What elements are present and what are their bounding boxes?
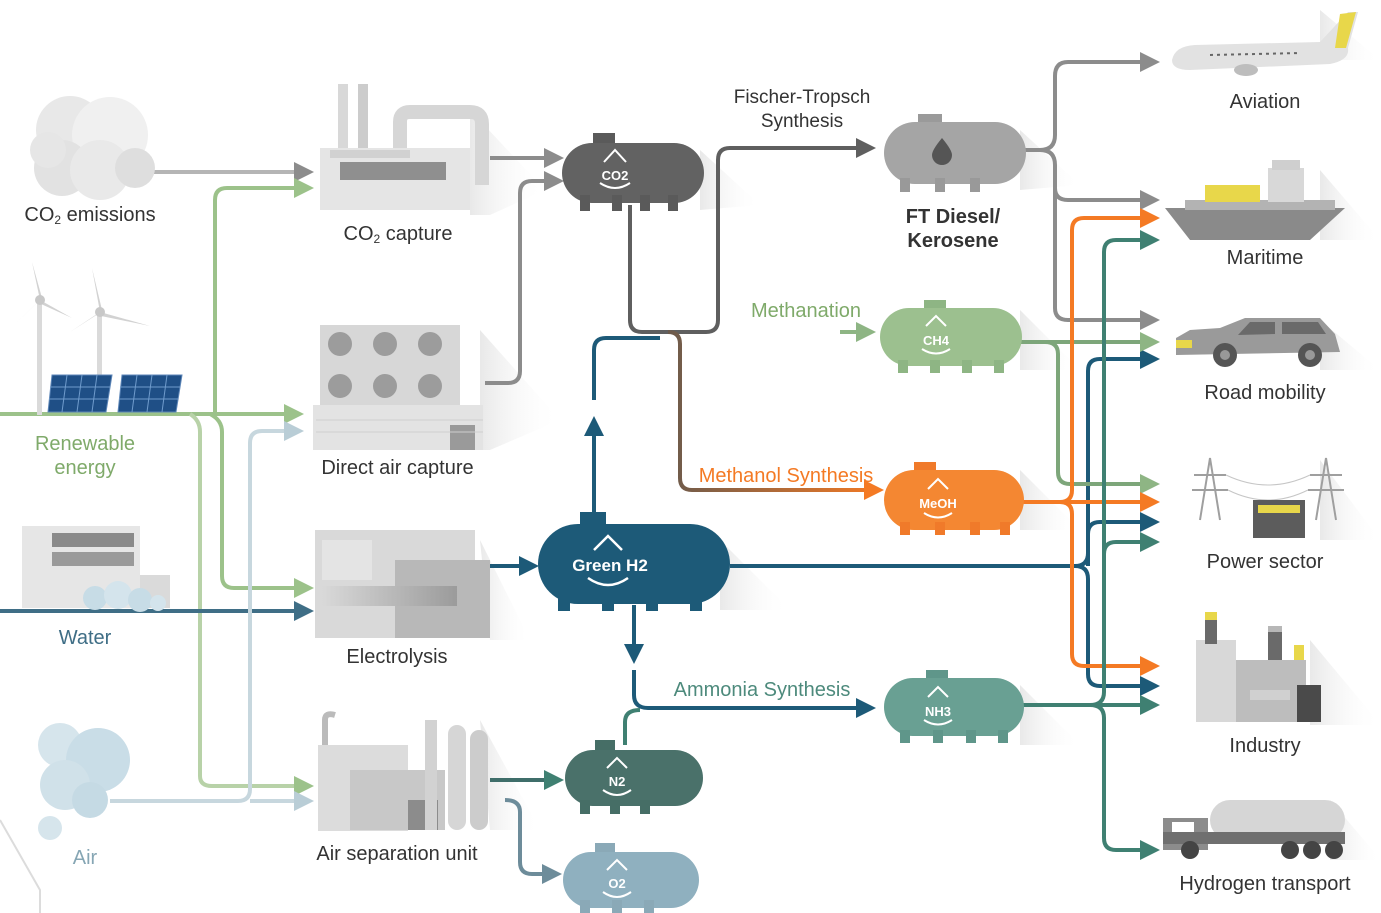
- co2-tank: CO2: [562, 133, 704, 211]
- flow-renewable-to-co2: [213, 178, 314, 414]
- flow-dac-to-co2tank: [485, 171, 564, 385]
- green-h2-tank: Green H2: [538, 512, 730, 611]
- methanol-tank-label: MeOH: [919, 496, 957, 511]
- car-icon: [1176, 318, 1340, 367]
- label-power-sector: Power sector: [1206, 551, 1324, 573]
- flow-co2-to-ft: [628, 138, 876, 334]
- ship-icon: [1165, 160, 1345, 240]
- flow-nh3-to-maritime: [1089, 230, 1160, 707]
- label-maritime: Maritime: [1226, 247, 1304, 269]
- hydro-dam-icon: [22, 526, 170, 612]
- label-methanol-synthesis: Methanol Synthesis: [698, 465, 874, 487]
- methane-tank-label: CH4: [923, 333, 950, 348]
- label-ft-diesel-kerosene: FT Diesel/ Kerosene: [905, 206, 1001, 252]
- flow-air-dac: [110, 421, 304, 803]
- label-road-mobility: Road mobility: [1204, 382, 1326, 404]
- label-industry: Industry: [1229, 735, 1301, 757]
- green-h2-tank-label: Green H2: [572, 556, 648, 575]
- direct-air-capture-icon: [313, 325, 483, 450]
- co2-capture-plant-icon: [320, 84, 489, 210]
- flow-asu-to-o2: [504, 798, 562, 884]
- flow-ft-to-road: [1053, 188, 1160, 330]
- o2-tank: O2: [563, 843, 699, 913]
- label-water: Water: [58, 627, 112, 649]
- label-aviation: Aviation: [1229, 91, 1301, 113]
- label-methanation: Methanation: [750, 300, 862, 322]
- electrolyser-icon: [315, 530, 490, 638]
- flow-nh3-to-power: [1102, 532, 1160, 555]
- methanol-tank: MeOH: [884, 462, 1024, 535]
- n2-tank-label: N2: [609, 774, 626, 789]
- label-ammonia-synthesis: Ammonia Synthesis: [673, 679, 851, 701]
- ft-fuel-tank: [884, 114, 1026, 192]
- flow-renewable-to-electrolysis: [209, 412, 314, 598]
- corner-decoration: [0, 819, 41, 913]
- flow-ch4-to-power: [1044, 340, 1160, 494]
- label-air: Air: [72, 847, 98, 869]
- co2-tank-label: CO2: [602, 168, 629, 183]
- airplane-icon: [1172, 12, 1358, 76]
- label-direct-air-capture: Direct air capture: [321, 457, 474, 479]
- flow-h2-to-industry: [1074, 564, 1160, 696]
- air-separation-unit-icon: [318, 711, 488, 831]
- label-renewable-energy: Renewable energy: [34, 433, 136, 479]
- methane-tank: CH4: [880, 300, 1022, 373]
- solar-panel-icon: [47, 374, 183, 413]
- flow-n2-to-ammonia: [623, 708, 641, 745]
- n2-tank: N2: [565, 740, 703, 814]
- label-hydrogen-transport: Hydrogen transport: [1179, 873, 1351, 895]
- flow-meoh-to-maritime: [1059, 208, 1160, 504]
- label-air-separation-unit: Air separation unit: [316, 843, 478, 865]
- hydrogen-truck-icon: [1163, 800, 1345, 859]
- flow-h2-to-power: [1086, 512, 1160, 566]
- factory-icon: [1196, 612, 1321, 722]
- flow-meoh-to-industry: [1059, 500, 1160, 676]
- label-electrolysis: Electrolysis: [346, 646, 448, 668]
- ammonia-tank-label: NH3: [925, 704, 951, 719]
- label-fischer-tropsch: Fischer-Tropsch Synthesis: [733, 87, 871, 132]
- flow-h2-to-ammonia: [632, 670, 876, 718]
- air-cloud-icon: [38, 723, 130, 840]
- flow-ft-to-aviation: [1025, 52, 1160, 152]
- flow-h2-to-synthesis: [592, 336, 660, 400]
- label-co2-emissions: CO2 emissions: [24, 204, 156, 227]
- flow-nh3-to-transport: [1089, 703, 1160, 860]
- ammonia-tank: NH3: [884, 670, 1024, 743]
- flow-renewable-to-asu: [188, 412, 314, 796]
- co2-cloud-icon: [30, 96, 155, 200]
- o2-tank-label: O2: [608, 876, 625, 891]
- power-grid-icon: [1192, 457, 1344, 538]
- wind-turbine-icon: [14, 262, 150, 415]
- flow-co2-to-methanol: [667, 330, 884, 500]
- label-co2-capture: CO2 capture: [343, 223, 453, 246]
